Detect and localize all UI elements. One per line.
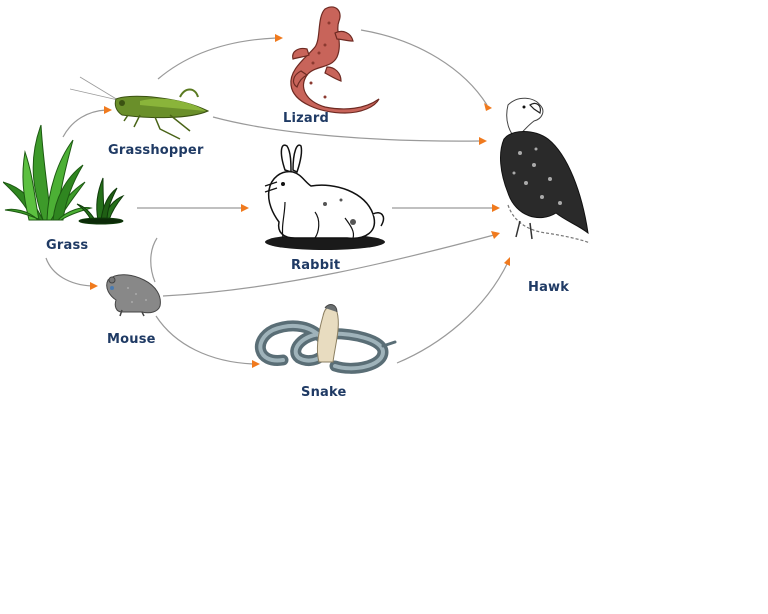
arrowhead-icon bbox=[484, 103, 492, 111]
arrowhead-icon bbox=[90, 282, 98, 290]
grass-icon bbox=[3, 124, 125, 225]
grasshopper-icon bbox=[70, 76, 210, 140]
rabbit-icon bbox=[264, 144, 385, 250]
arrow-grass-grasshopper bbox=[62, 109, 107, 138]
arrowhead-icon bbox=[241, 204, 249, 212]
arrow-snake-hawk bbox=[396, 261, 509, 364]
rabbit-label: Rabbit bbox=[291, 258, 341, 273]
snake-icon bbox=[254, 304, 397, 374]
arrow-mouse-snake bbox=[155, 315, 254, 365]
arrowhead-icon bbox=[491, 231, 500, 239]
arrowhead-icon bbox=[504, 257, 510, 266]
arrowhead-icon bbox=[275, 34, 283, 42]
lizard-label: Lizard bbox=[283, 111, 329, 126]
arrow-mouse-hawk bbox=[162, 234, 495, 297]
arrowhead-icon bbox=[104, 106, 112, 114]
arrow-grass-mouse bbox=[45, 257, 93, 287]
arrowhead-icon bbox=[492, 204, 500, 212]
hawk-icon bbox=[500, 97, 590, 244]
grasshopper-label: Grasshopper bbox=[108, 143, 204, 158]
arrow-lizard-hawk bbox=[360, 29, 488, 106]
grass-label: Grass bbox=[46, 238, 89, 253]
arrow-grasshopper-hawk bbox=[212, 116, 481, 142]
lizard-icon bbox=[290, 6, 380, 114]
arrowhead-icon bbox=[479, 137, 487, 145]
hawk-label: Hawk bbox=[528, 280, 570, 295]
arrow-grasshopper-lizard bbox=[157, 37, 277, 80]
snake-label: Snake bbox=[301, 385, 347, 400]
mouse-tail-line bbox=[150, 237, 158, 283]
mouse-icon bbox=[106, 274, 161, 317]
arrowhead-icon bbox=[252, 360, 260, 368]
mouse-label: Mouse bbox=[107, 332, 156, 347]
